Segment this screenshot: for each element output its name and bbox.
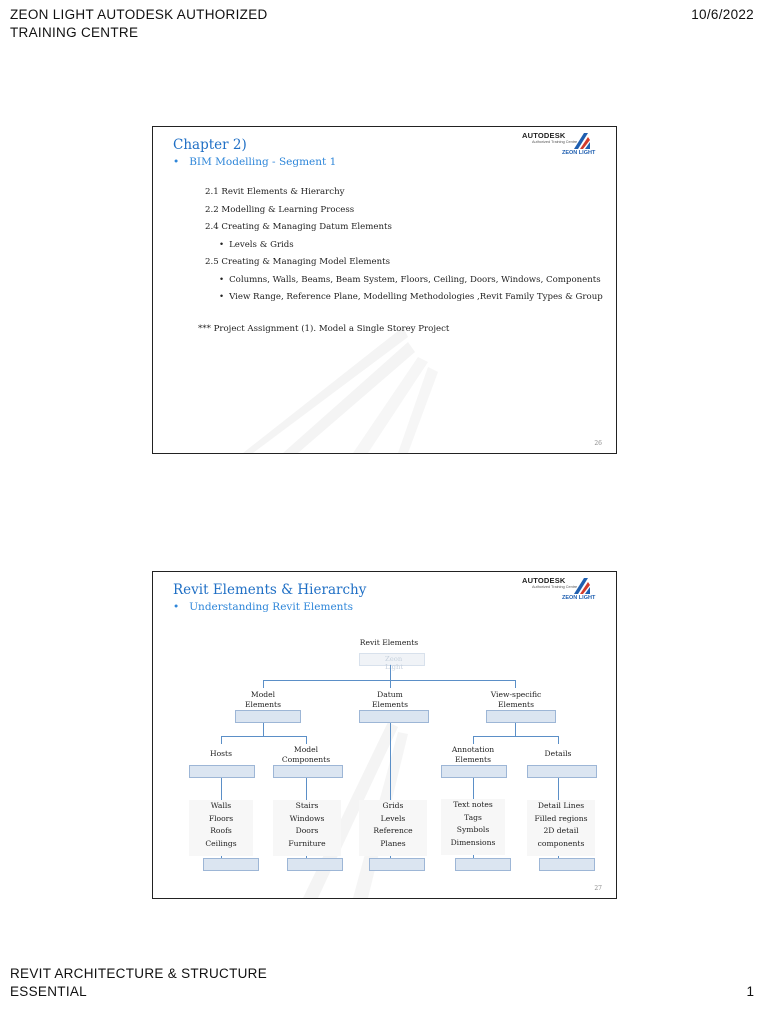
list-item: 2.1 Revit Elements & Hierarchy [205, 187, 345, 197]
leaf-box [369, 858, 425, 871]
slide-subtitle: •Understanding Revit Elements [173, 601, 354, 613]
footer-course-line2: ESSENTIAL [10, 984, 87, 999]
chapter-contents-list: 2.1 Revit Elements & Hierarchy 2.2 Model… [205, 184, 603, 307]
leaf-datum-list: Grids Levels Reference Planes [359, 800, 427, 856]
list-item: Columns, Walls, Beams, Beam System, Floo… [205, 272, 603, 290]
connector-line [515, 723, 516, 737]
node-box-annotation [441, 765, 507, 778]
leaf-box [455, 858, 511, 871]
leaf-hosts-list: Walls Floors Roofs Ceilings [189, 800, 253, 856]
connector-line [263, 680, 516, 681]
footer-page-number: 1 [746, 984, 754, 999]
zeon-light-logo-icon [574, 133, 590, 149]
zeon-light-logo-icon [574, 578, 590, 594]
watermark-text: Zeon Light [385, 655, 404, 671]
node-box-components [273, 765, 343, 778]
node-box-view [486, 710, 556, 723]
autodesk-logo-subtext: Authorized Training Centre [532, 140, 578, 144]
leaf-box [203, 858, 259, 871]
leaf-box [539, 858, 595, 871]
connector-line [221, 736, 222, 744]
node-revit-elements: Revit Elements [359, 638, 419, 647]
node-box-model [235, 710, 301, 723]
node-annotation-elements: Annotation Elements [451, 745, 495, 764]
connector-line [263, 723, 264, 737]
list-item: 2.5 Creating & Managing Model Elements [205, 257, 391, 267]
leaf-details-list: Detail Lines Filled regions 2D detail co… [527, 800, 595, 856]
node-view-specific-elements: View-specific Elements [490, 690, 542, 709]
autodesk-zeonlight-logo: AUTODESK Authorized Training Centre ZEON… [522, 131, 610, 161]
autodesk-logo-subtext: Authorized Training Centre [532, 585, 578, 589]
watermark-graphic [243, 327, 438, 453]
slide-page-number: 26 [594, 440, 602, 447]
document-footer: REVIT ARCHITECTURE & STRUCTURE ESSENTIAL [10, 965, 267, 1001]
zeon-light-logo-text: ZEON LIGHT [562, 595, 596, 601]
autodesk-logo-text: AUTODESK [522, 131, 566, 140]
connector-line [558, 736, 559, 744]
document-header: ZEON LIGHT AUTODESK AUTHORIZED TRAINING … [10, 6, 268, 42]
connector-line [221, 736, 307, 737]
list-item: View Range, Reference Plane, Modelling M… [205, 289, 603, 307]
connector-line [306, 736, 307, 744]
autodesk-zeonlight-logo: AUTODESK Authorized Training Centre ZEON… [522, 576, 610, 606]
leaf-box [287, 858, 343, 871]
autodesk-logo-text: AUTODESK [522, 576, 566, 585]
header-org-line2: TRAINING CENTRE [10, 25, 139, 40]
node-box-datum [359, 710, 429, 723]
node-details: Details [544, 749, 572, 758]
slide-26: Chapter 2) •BIM Modelling - Segment 1 AU… [152, 126, 617, 454]
slide-subtitle: •BIM Modelling - Segment 1 [173, 156, 337, 168]
connector-line [390, 680, 391, 688]
header-date: 10/6/2022 [691, 7, 754, 22]
list-item: 2.2 Modelling & Learning Process [205, 204, 355, 215]
node-model-components: Model Components [281, 745, 331, 764]
slide-title: Chapter 2) [173, 137, 247, 153]
node-model-elements: Model Elements [245, 690, 281, 709]
connector-line [473, 736, 474, 744]
list-item: 2.4 Creating & Managing Datum Elements [205, 222, 392, 232]
project-assignment-note: *** Project Assignment (1). Model a Sing… [198, 324, 450, 334]
connector-line [515, 680, 516, 688]
connector-line [263, 680, 264, 688]
connector-line [390, 665, 391, 681]
node-box-hosts [189, 765, 255, 778]
slide-subtitle-text: Understanding Revit Elements [189, 601, 354, 613]
connector-line [473, 736, 559, 737]
slide-page-number: 27 [594, 885, 602, 892]
slide-subtitle-text: BIM Modelling - Segment 1 [189, 156, 337, 168]
node-datum-elements: Datum Elements [372, 690, 408, 709]
node-box-root [359, 653, 425, 666]
node-box-details [527, 765, 597, 778]
footer-course-line1: REVIT ARCHITECTURE & STRUCTURE [10, 966, 268, 981]
slide-title: Revit Elements & Hierarchy [173, 582, 367, 598]
header-org-line1: ZEON LIGHT AUTODESK AUTHORIZED [10, 7, 268, 22]
list-item: Levels & Grids [205, 237, 603, 255]
node-hosts: Hosts [209, 749, 233, 758]
connector-line [390, 723, 391, 858]
zeon-light-logo-text: ZEON LIGHT [562, 150, 596, 156]
slide-27: Revit Elements & Hierarchy •Understandin… [152, 571, 617, 899]
leaf-components-list: Stairs Windows Doors Furniture [273, 800, 341, 856]
leaf-annotation-list: Text notes Tags Symbols Dimensions [441, 799, 505, 855]
